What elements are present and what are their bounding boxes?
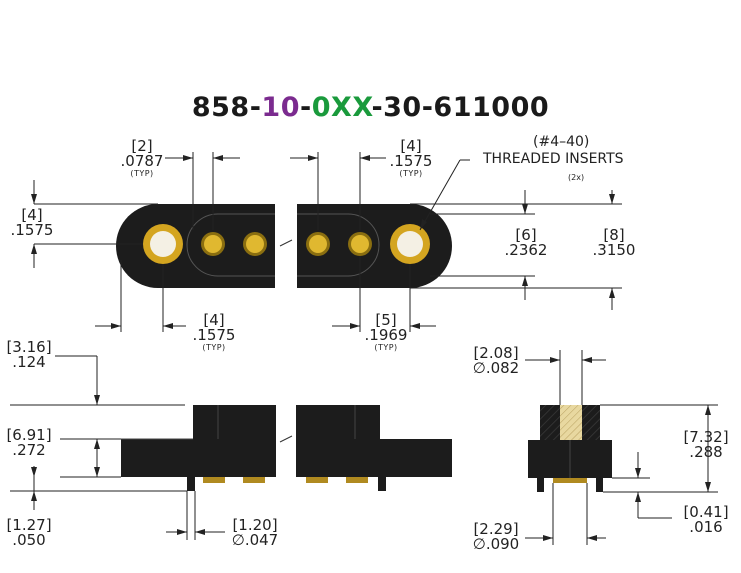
dim-typ: (TYP) — [399, 169, 423, 178]
dim-mm: [2.08] — [473, 344, 519, 362]
dim-typ: (TYP) — [202, 343, 226, 352]
side-view — [121, 405, 452, 491]
contact-pin-face — [246, 235, 264, 253]
dim-inch: .124 — [12, 353, 46, 371]
side-view-arrows — [31, 395, 205, 535]
dim-side-mid-height: [6.91] .272 — [2, 428, 56, 458]
threaded-insert-left-hole — [150, 231, 176, 257]
dim-typ: (TYP) — [374, 343, 398, 352]
dim-mm: [0.41] — [683, 503, 729, 521]
dim-mm: [1.20] — [232, 516, 278, 534]
side-view-base-right — [296, 439, 452, 477]
dim-left-height: [4] .1575 — [4, 208, 60, 238]
dim-inch: .272 — [12, 441, 46, 459]
dim-mm: [2] — [131, 137, 153, 155]
dim-mm: [4] — [400, 137, 422, 155]
side-view-top-right — [296, 405, 380, 439]
dim-inch: .050 — [12, 531, 46, 549]
contact-pin-face — [351, 235, 369, 253]
callout-thread-size: (#4–40) — [533, 134, 590, 150]
dim-inch: ∅.047 — [231, 531, 279, 549]
end-view-insert-section — [560, 405, 582, 440]
dim-mm: [2.29] — [473, 520, 519, 538]
dim-inch: .0787 — [120, 152, 164, 170]
end-view-pin — [537, 478, 544, 492]
side-view-base-left — [121, 439, 276, 477]
break-mark — [279, 435, 293, 443]
end-view-contact — [553, 478, 587, 483]
dim-top-pitch-left: [2] .0787 (TYP) — [112, 137, 172, 179]
break-mark — [279, 239, 293, 247]
dim-inch: .1969 — [364, 326, 408, 344]
contact-pin-face — [309, 235, 327, 253]
dim-inch: .288 — [689, 443, 723, 461]
end-view-pin — [596, 478, 603, 492]
dim-bottom-left-pitch: [4] .1575 (TYP) — [184, 311, 244, 353]
dim-right-inner-height: [6] .2362 — [496, 228, 556, 258]
part-number-title: 858-10-0XX-30-611000 — [0, 92, 741, 123]
threaded-insert-right-hole — [397, 231, 423, 257]
dim-mm: [4] — [21, 206, 43, 224]
contact-pins — [201, 232, 372, 256]
dim-end-pin-offset: [0.41] .016 — [676, 505, 736, 535]
dim-inch: .3150 — [592, 241, 636, 259]
title-part-1: 858- — [191, 92, 262, 123]
title-part-3: - — [300, 92, 312, 123]
dim-inch: .1575 — [192, 326, 236, 344]
side-view-contact — [306, 477, 328, 483]
callout-quantity: (2x) — [568, 173, 585, 182]
contact-pin-face — [204, 235, 222, 253]
side-view-pin — [378, 477, 386, 491]
top-view — [116, 196, 452, 296]
end-view-dimension-lines — [525, 350, 718, 545]
dim-mm: [6.91] — [6, 426, 52, 444]
side-view-pin — [187, 477, 195, 491]
dim-top-pitch-right: [4] .1575 (TYP) — [381, 137, 441, 179]
dim-inch: .2362 — [504, 241, 548, 259]
dim-bottom-right-pitch: [5] .1969 (TYP) — [356, 311, 416, 353]
dim-mm: [1.27] — [6, 516, 52, 534]
end-view-arrows — [543, 357, 711, 541]
title-part-2: 10 — [261, 92, 300, 123]
title-part-4: 0XX — [311, 92, 372, 123]
end-view — [528, 405, 612, 492]
dim-inch: ∅.090 — [472, 535, 520, 553]
top-view-dimension-lines — [33, 152, 622, 332]
dim-mm: [8] — [603, 226, 625, 244]
side-view-contact — [203, 477, 225, 483]
dim-side-bottom-height: [1.27] .050 — [2, 518, 56, 548]
dim-inch: .016 — [689, 518, 723, 536]
callout-threaded-inserts: THREADED INSERTS — [483, 151, 624, 167]
dim-mm: [3.16] — [6, 338, 52, 356]
dim-right-outer-height: [8] .3150 — [584, 228, 644, 258]
side-view-contact — [243, 477, 265, 483]
dim-side-pin-diameter: [1.20] ∅.047 — [225, 518, 285, 548]
dim-typ: (TYP) — [130, 169, 154, 178]
dim-end-insert-diameter: [2.08] ∅.082 — [466, 346, 526, 376]
dim-mm: [5] — [375, 311, 397, 329]
dim-side-top-height: [3.16] .124 — [2, 340, 56, 370]
top-view-body-left — [116, 204, 276, 288]
dim-inch: .1575 — [10, 221, 54, 239]
top-view-inner-left — [186, 213, 277, 277]
side-view-contact — [346, 477, 368, 483]
dim-mm: [4] — [203, 311, 225, 329]
top-view-arrows — [31, 155, 615, 329]
dim-end-height: [7.32] .288 — [676, 430, 736, 460]
title-part-5: -30-611000 — [371, 92, 550, 123]
dim-mm: [6] — [515, 226, 537, 244]
side-view-top-left — [193, 405, 276, 439]
dim-inch: .1575 — [389, 152, 433, 170]
dim-mm: [7.32] — [683, 428, 729, 446]
top-view-inner-right — [295, 213, 380, 277]
dim-end-contact-diameter: [2.29] ∅.090 — [466, 522, 526, 552]
dim-inch: ∅.082 — [472, 359, 520, 377]
